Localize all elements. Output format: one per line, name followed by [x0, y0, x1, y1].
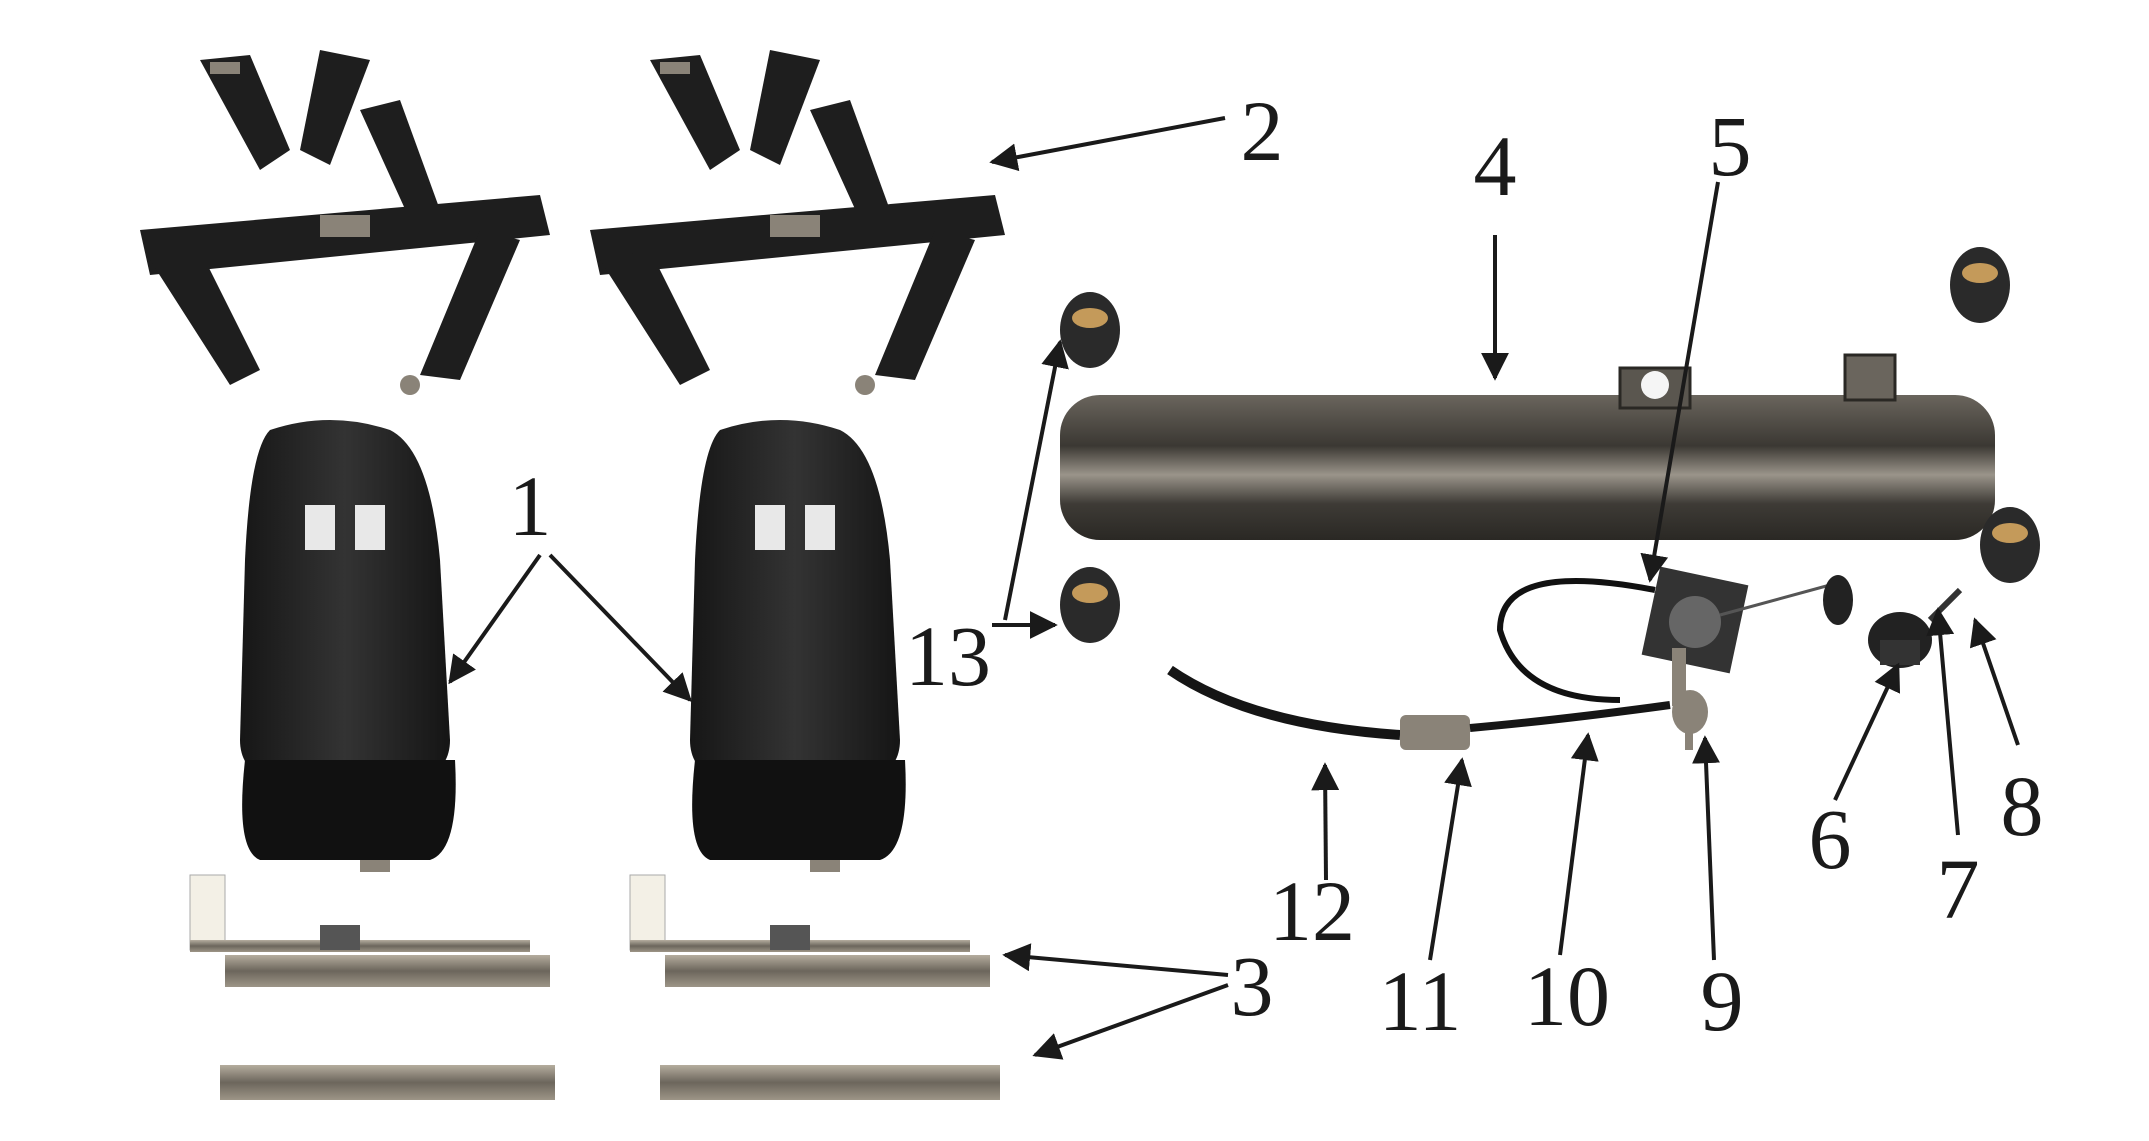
leader-lines: [448, 116, 2020, 1060]
callout-6: 6: [1809, 791, 1852, 887]
callout-13: 13: [905, 608, 991, 704]
seat-slider-rails: [189, 874, 1000, 1100]
callout-2: 2: [1241, 83, 1284, 179]
rubber-mount-bottom-left: [1060, 567, 1120, 643]
callout-8: 8: [2001, 758, 2044, 854]
callout-11: 11: [1379, 953, 1462, 1049]
callout-7: 7: [1937, 841, 1980, 937]
fuel-line-assembly: [1167, 648, 1708, 750]
rubber-mount-top-left: [1060, 292, 1120, 368]
fuel-tank: [1060, 353, 1995, 540]
seat-left: [240, 420, 456, 872]
callout-4: 4: [1474, 118, 1517, 214]
callout-1: 1: [509, 458, 552, 554]
seat-right: [690, 420, 906, 872]
callout-labels: 1 2 3 4 5 6 7 8 9 10 11 12 13: [509, 83, 2044, 1049]
callout-3: 3: [1231, 938, 1274, 1034]
rubber-mount-top-right: [1950, 247, 2010, 323]
callout-9: 9: [1701, 953, 1744, 1049]
fuel-level-sender: [1496, 566, 1853, 703]
seat-harness-left: [140, 50, 550, 395]
callout-10: 10: [1524, 948, 1610, 1044]
rubber-mount-bottom-right: [1980, 507, 2040, 583]
callout-5: 5: [1709, 98, 1752, 194]
rubber-mounts: [1060, 247, 2040, 643]
callout-12: 12: [1269, 863, 1355, 959]
seat-harness-right: [590, 50, 1005, 395]
fuel-cap-assembly: [1868, 587, 1963, 668]
